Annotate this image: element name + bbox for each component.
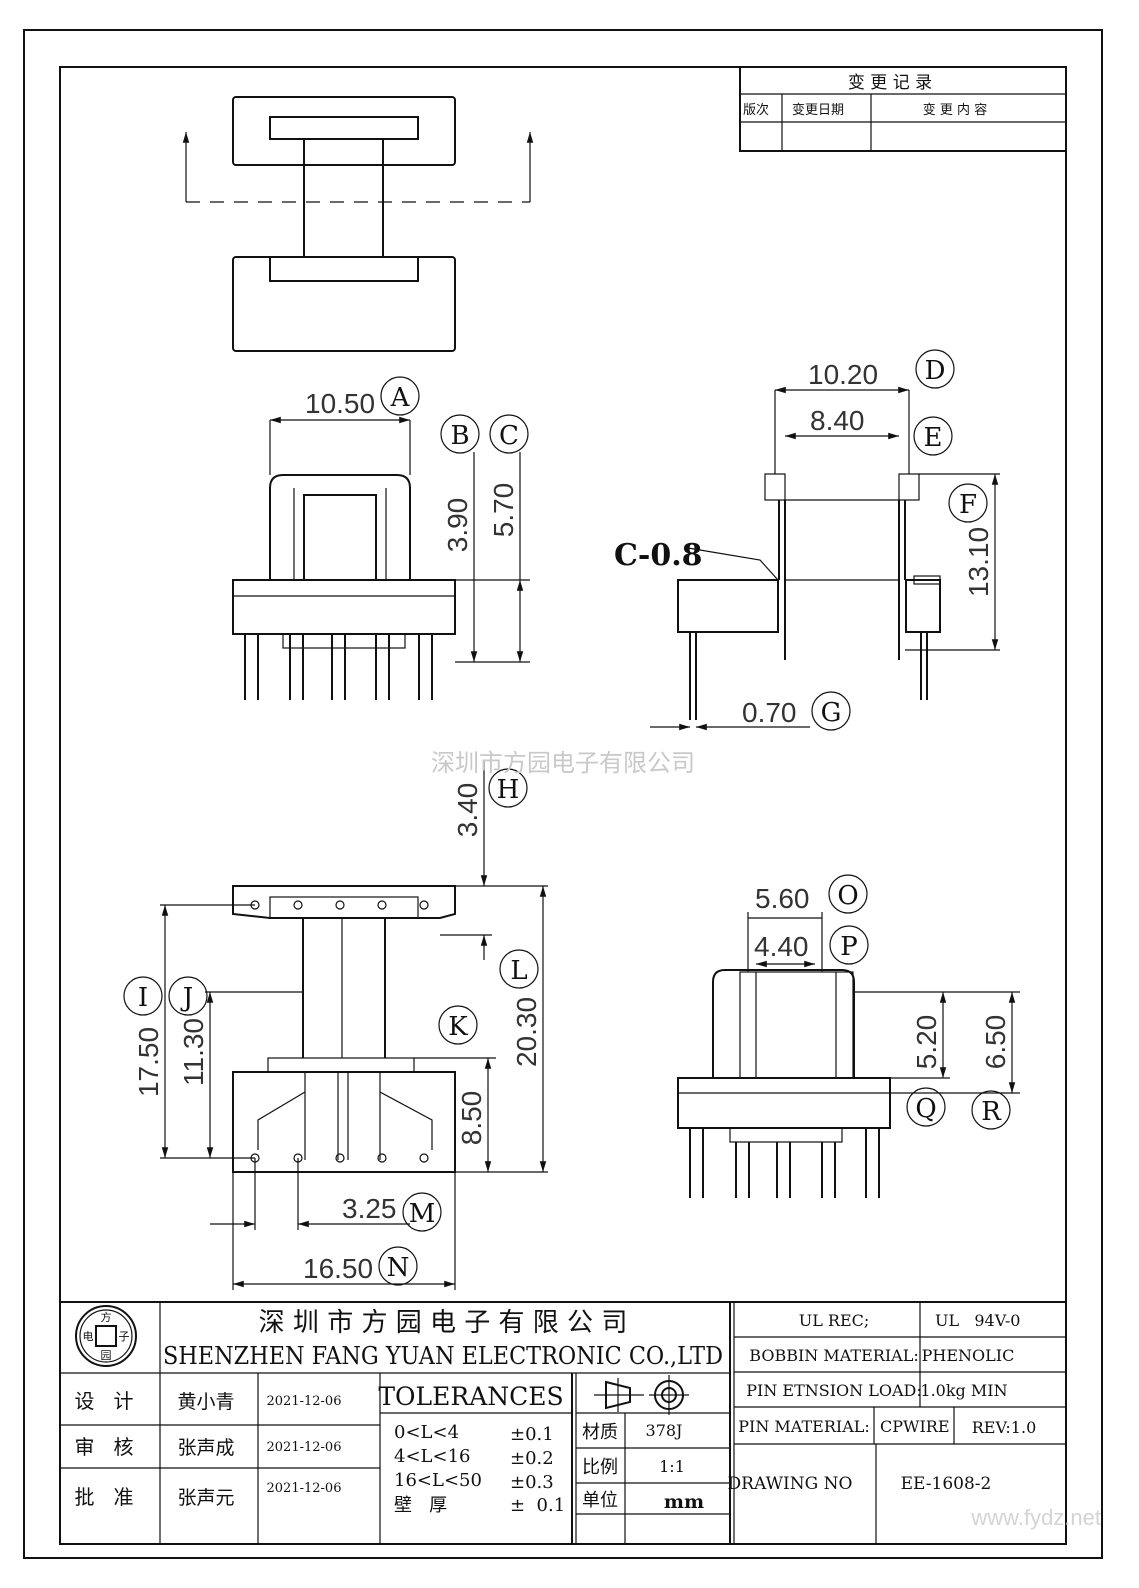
front-view	[232, 416, 530, 700]
label-K: K	[448, 1012, 468, 1042]
tolerance-range-1: 0<L<4	[394, 1422, 459, 1443]
prop-label-unit: 单位	[582, 1490, 618, 1511]
company-name-en: SHENZHEN FANG YUAN ELECTRONIC CO.,LTD	[163, 1342, 723, 1370]
signoff-role-design: 设 计	[74, 1389, 133, 1413]
revision-col-date: 变更日期	[792, 102, 844, 118]
signoff-role-review: 审 核	[74, 1435, 133, 1459]
dim-value-I: 17.50	[133, 1027, 164, 1097]
signoff-date-approve: 2021-12-06	[267, 1481, 342, 1496]
label-M: M	[409, 1199, 436, 1229]
spec-load-label: PIN ETNSION LOAD:	[746, 1381, 922, 1400]
outer-border	[23, 29, 1103, 1559]
prop-value-material: 378J	[646, 1421, 683, 1440]
label-Q: Q	[915, 1094, 936, 1124]
dim-value-A: 10.50	[305, 388, 375, 419]
tolerance-value-3: ±0.3	[510, 1472, 554, 1493]
logo-char-left: 电	[83, 1330, 94, 1343]
company-logo	[75, 1305, 137, 1367]
prop-value-unit: mm	[664, 1491, 704, 1513]
spec-rev: REV:1.0	[972, 1418, 1037, 1437]
label-N: N	[387, 1253, 410, 1283]
spec-drawing-value: EE-1608-2	[901, 1474, 992, 1494]
label-P: P	[840, 932, 858, 962]
label-L: L	[510, 956, 527, 986]
revision-col-version: 版次	[743, 102, 769, 118]
logo-char-right: 子	[119, 1330, 130, 1343]
label-H: H	[497, 775, 520, 805]
dim-value-K: 8.50	[456, 1091, 487, 1146]
watermark-url: www.fydz.net	[970, 1505, 1101, 1530]
dim-value-E: 8.40	[810, 405, 865, 436]
dim-value-F: 13.10	[963, 527, 994, 597]
company-name-cn: 深 圳 市 方 园 电 子 有 限 公 司	[259, 1308, 628, 1338]
dim-value-C: 5.70	[488, 483, 519, 538]
tolerance-range-4: 壁 厚	[394, 1495, 447, 1516]
crosshair-symbol-icon	[649, 1375, 689, 1415]
spec-ul-rec-value: UL 94V-0	[935, 1311, 1020, 1330]
top-view	[182, 96, 534, 352]
signoff-name-review: 张声成	[177, 1437, 234, 1459]
projection-symbol-icon	[594, 1378, 644, 1412]
dim-value-P: 4.40	[754, 931, 809, 962]
watermark-company: 深圳市方园电子有限公司	[431, 750, 695, 777]
label-F: F	[959, 490, 977, 520]
revision-table: 变 更 记 录 版次 变更日期 变 更 内 容	[739, 66, 1067, 152]
label-G: G	[821, 698, 842, 728]
dim-value-O: 5.60	[755, 883, 810, 914]
bottom-view	[160, 760, 548, 1290]
tolerance-range-3: 16<L<50	[394, 1470, 482, 1491]
revision-col-content: 变 更 内 容	[923, 102, 987, 118]
label-J: J	[180, 983, 193, 1013]
title-block	[59, 1301, 1067, 1545]
side-view	[650, 386, 1000, 731]
spec-drawing-label: DRAWING NO	[728, 1474, 853, 1494]
tolerance-range-2: 4<L<16	[394, 1446, 470, 1467]
dim-value-H: 3.40	[452, 783, 483, 838]
label-B: B	[450, 421, 469, 451]
label-A: A	[390, 383, 411, 413]
prop-value-scale: 1:1	[659, 1457, 685, 1476]
label-circles	[123, 349, 1011, 1286]
dim-value-Q: 5.20	[911, 1015, 942, 1070]
signoff-name-design: 黄小青	[177, 1391, 234, 1413]
label-I: I	[138, 983, 148, 1013]
signoff-role-approve: 批 准	[74, 1485, 133, 1509]
spec-pin-label: PIN MATERIAL:	[738, 1417, 870, 1436]
end-view	[677, 912, 1020, 1198]
revision-title: 变 更 记 录	[848, 73, 932, 93]
signoff-date-review: 2021-12-06	[267, 1440, 342, 1455]
dim-value-J: 11.30	[178, 1018, 209, 1086]
label-D: D	[925, 356, 946, 386]
dim-value-M: 3.25	[342, 1193, 397, 1224]
spec-bobbin-label: BOBBIN MATERIAL:	[749, 1346, 918, 1365]
dim-value-G: 0.70	[742, 697, 797, 728]
signoff-name-approve: 张声元	[177, 1487, 234, 1509]
spec-bobbin-value: PHENOLIC	[922, 1346, 1015, 1365]
tolerance-value-1: ±0.1	[510, 1424, 554, 1445]
dim-value-R: 6.50	[980, 1015, 1011, 1070]
dim-value-N: 16.50	[303, 1253, 373, 1284]
label-E: E	[924, 423, 943, 453]
spec-pin-value: CPWIRE	[880, 1417, 950, 1436]
prop-label-material: 材质	[582, 1422, 618, 1443]
spec-load-value: 1.0kg MIN	[920, 1381, 1007, 1400]
tolerances-title: TOLERANCES	[378, 1382, 563, 1411]
chamfer-note: C-0.8	[614, 538, 703, 573]
spec-ul-rec-label: UL REC;	[799, 1311, 870, 1330]
tolerance-value-4: ± 0.1	[510, 1495, 565, 1516]
label-R: R	[981, 1097, 1002, 1127]
logo-char-bottom: 园	[101, 1349, 112, 1362]
dim-value-L: 20.30	[511, 997, 542, 1067]
dim-value-B: 3.90	[442, 498, 473, 553]
signoff-date-design: 2021-12-06	[267, 1394, 342, 1409]
dim-value-D: 10.20	[808, 359, 878, 390]
tolerance-value-2: ±0.2	[510, 1448, 554, 1469]
label-O: O	[837, 881, 858, 911]
label-C: C	[499, 421, 519, 451]
logo-char-top: 方	[101, 1310, 112, 1324]
prop-label-scale: 比例	[582, 1457, 618, 1478]
